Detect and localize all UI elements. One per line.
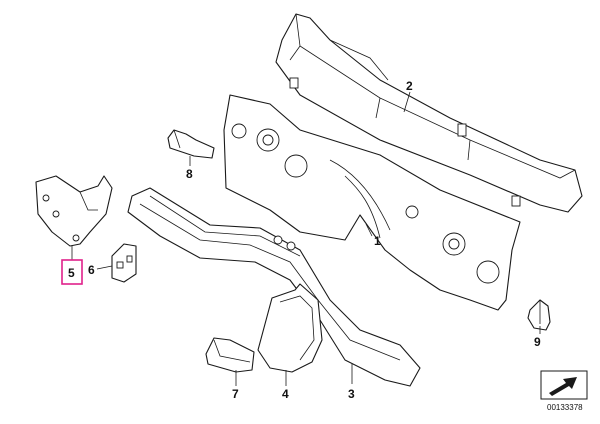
callout-9[interactable]: 9	[534, 335, 541, 349]
direction-arrow-icon	[540, 370, 588, 400]
leader-6	[96, 265, 113, 270]
part-7-bracket[interactable]	[205, 337, 255, 373]
part-9-bracket[interactable]	[527, 299, 551, 331]
callout-1[interactable]: 1	[374, 234, 381, 248]
callout-3[interactable]: 3	[348, 387, 355, 401]
callout-6[interactable]: 6	[88, 263, 95, 277]
leader-2	[403, 91, 411, 113]
selected-callout-box	[61, 259, 83, 285]
part-3-frame-rail[interactable]	[127, 187, 421, 387]
callout-5[interactable]: 5	[68, 266, 75, 280]
callout-7[interactable]: 7	[232, 387, 239, 401]
part-4-bracket[interactable]	[257, 283, 323, 373]
part-2-cowl-panel[interactable]	[275, 13, 583, 213]
callout-4[interactable]: 4	[282, 387, 289, 401]
part-6-small-bracket[interactable]	[111, 243, 137, 283]
part-5-inner-panel[interactable]	[35, 175, 113, 247]
callout-2[interactable]: 2	[406, 79, 413, 93]
callout-8[interactable]: 8	[186, 167, 193, 181]
leader-1	[365, 223, 373, 237]
part-1-bulkhead[interactable]	[223, 94, 521, 311]
diagram-number: 00133378	[547, 403, 583, 412]
part-8-bracket[interactable]	[167, 129, 215, 159]
